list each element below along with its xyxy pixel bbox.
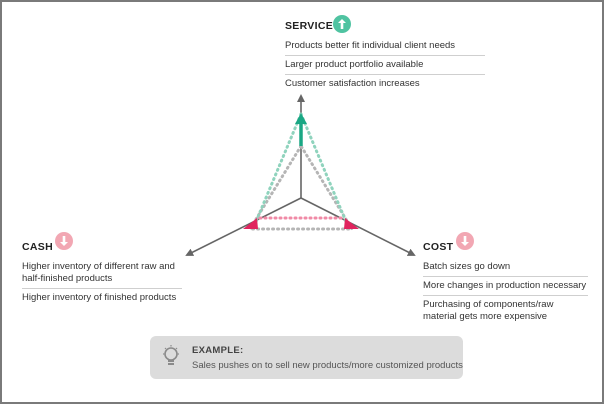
- cash-shift-arrowhead: [243, 218, 258, 229]
- cost-effects-list: Batch sizes go down More changes in prod…: [423, 261, 588, 326]
- list-item: Customer satisfaction increases: [285, 74, 485, 93]
- service-shift-arrowhead: [295, 113, 307, 124]
- list-item: Higher inventory of different raw and ha…: [22, 261, 175, 284]
- cost-title: COST: [423, 241, 454, 253]
- example-text: Sales pushes on to sell new products/mor…: [192, 360, 463, 371]
- example-box: EXAMPLE: Sales pushes on to sell new pro…: [150, 336, 463, 379]
- shifted-edge-right: [299, 112, 349, 226]
- list-item: Larger product portfolio available: [285, 55, 485, 74]
- example-title: EXAMPLE:: [192, 345, 244, 356]
- up-arrow-icon: [333, 15, 351, 33]
- list-item: Products better fit individual client ne…: [285, 40, 456, 51]
- list-item: Batch sizes go down: [423, 261, 511, 272]
- list-item: Purchasing of components/raw material ge…: [423, 295, 588, 326]
- cost-axis: [300, 197, 416, 256]
- cash-axis: [185, 197, 302, 256]
- list-item: More changes in production necessary: [423, 276, 588, 295]
- list-item: Higher inventory of finished products: [22, 288, 182, 307]
- baseline-triangle: [247, 143, 355, 231]
- service-effects-list: Products better fit individual client ne…: [285, 40, 485, 93]
- service-title: SERVICE: [285, 20, 334, 32]
- lightbulb-icon: [163, 345, 179, 365]
- down-arrow-icon: [456, 232, 474, 250]
- cost-shift-arrowhead: [344, 218, 359, 229]
- cash-title: CASH: [22, 241, 53, 253]
- shifted-edge-left: [253, 112, 303, 226]
- down-arrow-icon: [55, 232, 73, 250]
- cash-effects-list: Higher inventory of different raw and ha…: [22, 261, 182, 307]
